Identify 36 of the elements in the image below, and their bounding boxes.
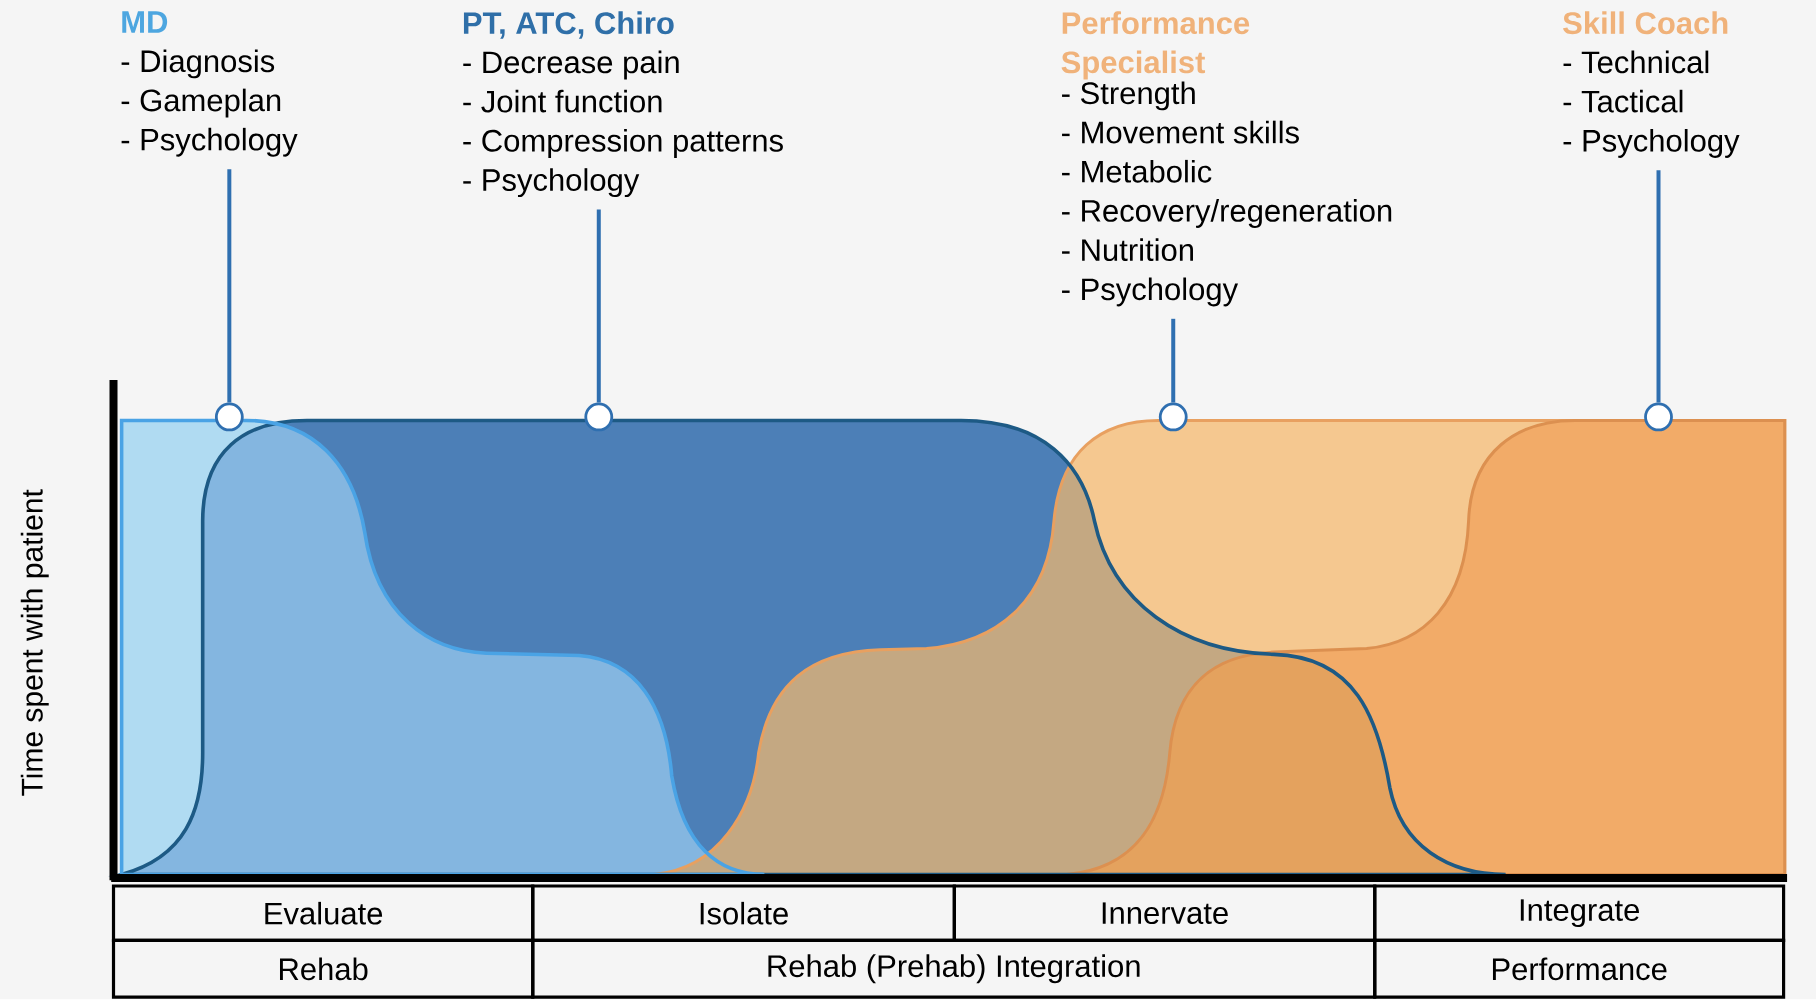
table-cell: Integrate bbox=[1373, 884, 1786, 943]
bullet-item: - Diagnosis bbox=[121, 49, 275, 79]
leader-line bbox=[1656, 170, 1661, 403]
marker-circle bbox=[214, 402, 244, 432]
table-cell: Rehab bbox=[111, 939, 535, 1000]
role-heading: Skill Coach bbox=[1563, 11, 1728, 35]
table-cell: Evaluate bbox=[111, 884, 535, 943]
bullet-item: - Recovery/regeneration bbox=[1062, 199, 1392, 229]
bullet-item: - Psychology bbox=[463, 168, 640, 198]
bullet-item: - Psychology bbox=[121, 128, 298, 157]
axis-title: Time spent with patient bbox=[20, 489, 49, 797]
leader-line bbox=[227, 169, 232, 403]
table-cell: Isolate bbox=[531, 884, 956, 943]
bullet-item: - Movement skills bbox=[1062, 120, 1299, 144]
bullet-item: - Compression patterns bbox=[463, 129, 783, 159]
marker-circle bbox=[1644, 402, 1673, 432]
marker-circle bbox=[584, 402, 614, 432]
table-cell: Performance bbox=[1373, 939, 1786, 1000]
role-heading: PT, ATC, Chiro bbox=[463, 11, 674, 39]
leader-line bbox=[596, 209, 601, 403]
bullet-item: - Psychology bbox=[1062, 277, 1239, 307]
leader-line bbox=[1171, 319, 1176, 403]
bullet-item: - Joint function bbox=[463, 90, 662, 113]
table-cell: Innervate bbox=[952, 884, 1377, 943]
bullet-item: - Strength bbox=[1062, 81, 1195, 111]
bullet-item: - Technical bbox=[1563, 50, 1709, 74]
bullet-item: - Gameplan bbox=[121, 88, 281, 118]
bullet-item: - Psychology bbox=[1563, 129, 1740, 159]
role-heading: MD bbox=[122, 11, 168, 33]
marker-circle bbox=[1158, 402, 1188, 432]
bullet-item: - Metabolic bbox=[1062, 160, 1212, 183]
bullet-item: - Decrease pain bbox=[463, 50, 679, 80]
table-cell: Rehab (Prehab) Integration bbox=[531, 939, 1377, 1000]
role-heading: Performance Specialist bbox=[1061, 11, 1250, 80]
bullet-item: - Tactical bbox=[1563, 90, 1683, 113]
bullet-item: - Nutrition bbox=[1062, 238, 1193, 262]
